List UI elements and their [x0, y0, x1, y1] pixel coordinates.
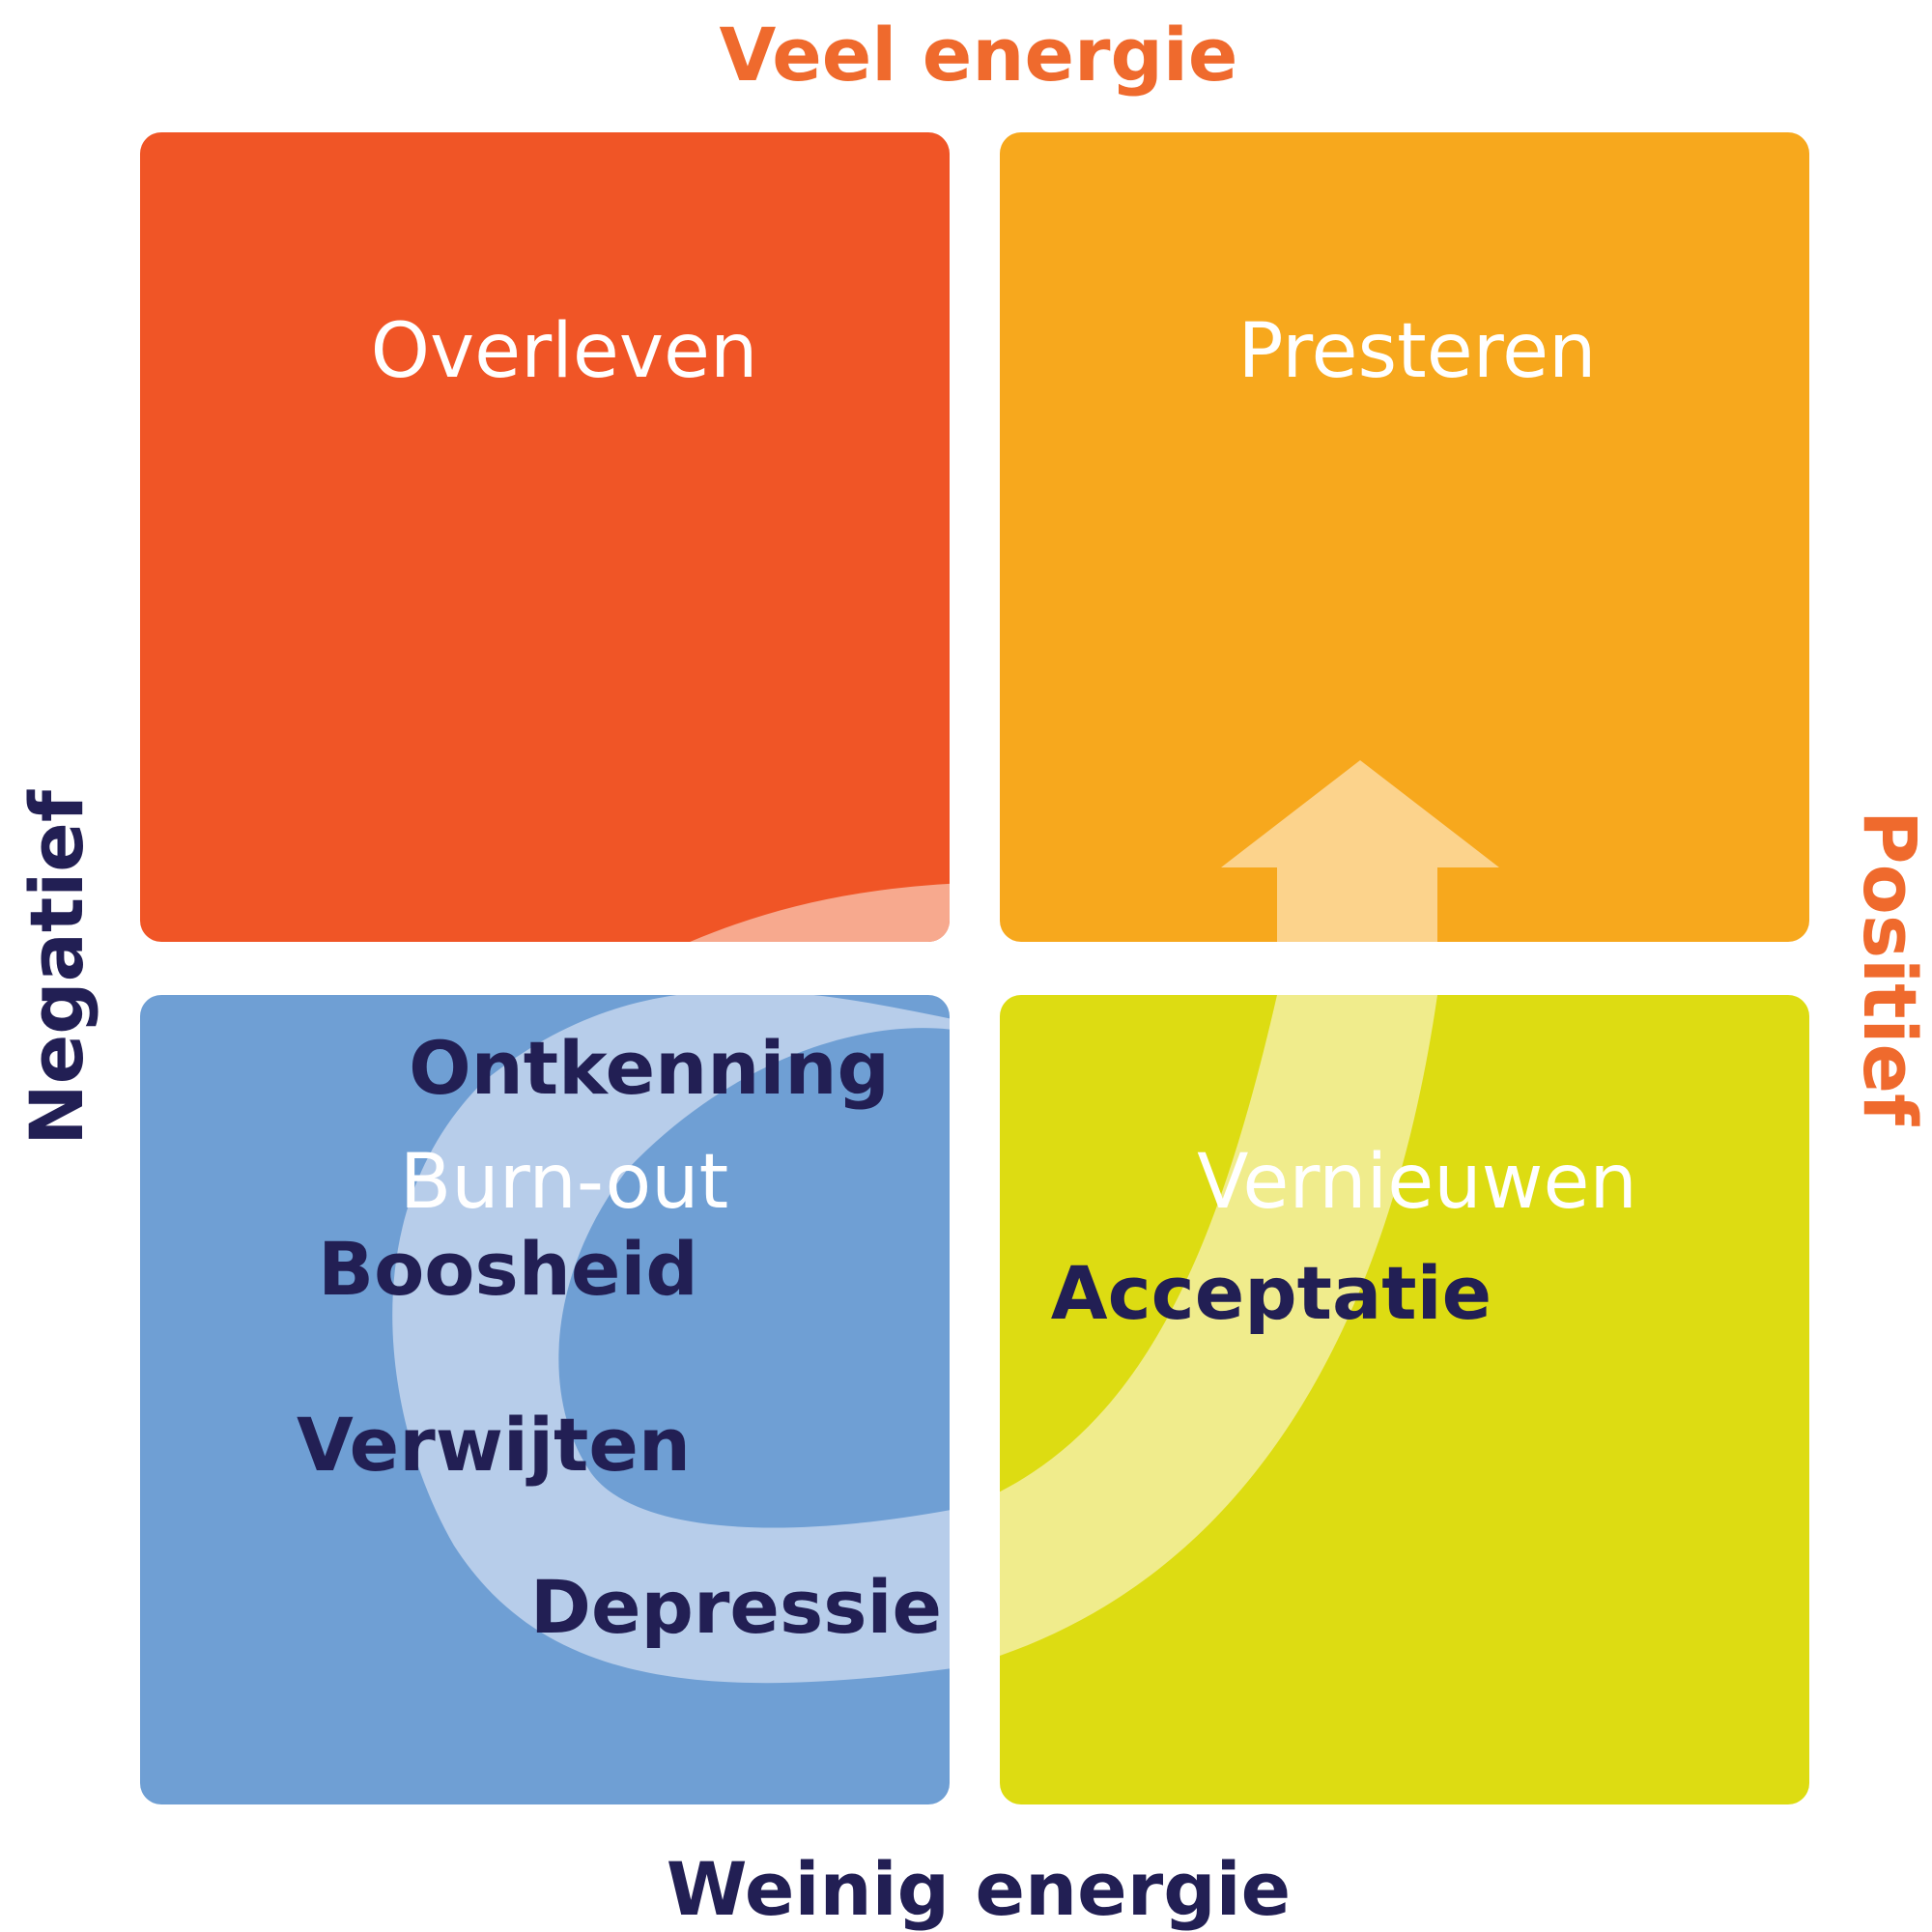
axis-label-bottom: Weinig energie [667, 1846, 1291, 1932]
axis-label-right: Positief [1847, 810, 1932, 1126]
spiral-band-bottom-right [1000, 995, 1437, 1666]
axis-label-top: Veel energie [720, 12, 1238, 98]
spiral-arrow [392, 760, 1499, 1684]
quadrant-title-bottom-right: Vernieuwen [1197, 1139, 1637, 1226]
phase-label-ontkenning: Ontkenning [409, 1025, 890, 1111]
quadrant-title-top-left: Overleven [371, 308, 758, 395]
spiral-band-top-left [638, 883, 950, 942]
phase-label-boosheid: Boosheid [318, 1226, 698, 1312]
phase-label-depressie: Depressie [530, 1564, 942, 1650]
quadrant-title-bottom-left: Burn-out [400, 1139, 728, 1226]
phase-label-acceptatie: Acceptatie [1051, 1250, 1492, 1336]
quadrant-bottom-right [1000, 995, 1809, 1804]
axis-label-left: Negatief [14, 789, 99, 1146]
spiral-band-top-right [1221, 760, 1499, 942]
quadrant-top-right [1000, 132, 1809, 942]
quadrant-title-top-right: Presteren [1238, 308, 1597, 395]
spiral-band-bottom-left [392, 995, 950, 1684]
phase-label-verwijten: Verwijten [297, 1402, 691, 1488]
quadrant-top-left [140, 132, 950, 942]
